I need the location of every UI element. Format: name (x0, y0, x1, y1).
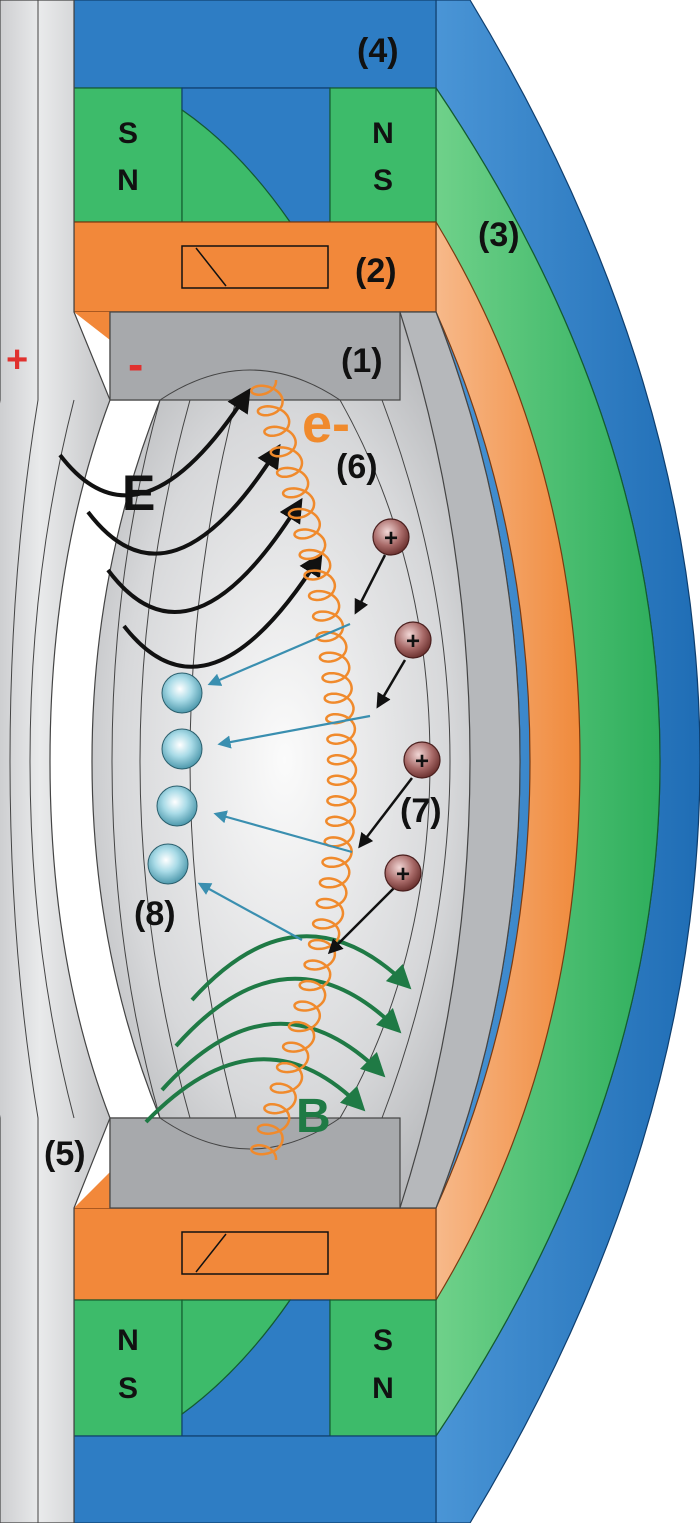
label-magnets: (3) (478, 216, 520, 254)
label-ions: (7) (400, 792, 442, 830)
sputtered-atom (156, 785, 198, 827)
yoke-bottom (73, 1435, 437, 1523)
sputter-arrow (197, 882, 303, 941)
ion-sign: + (415, 748, 429, 775)
field-labels: E B e- + - (6, 338, 350, 1143)
label-coil-insulator: (2) (355, 252, 397, 290)
pole-bottom-right-2: N (372, 1372, 394, 1405)
pole-top-left-2: N (117, 164, 139, 197)
ion-arrow (358, 777, 413, 849)
yoke-top (73, 0, 437, 89)
ion: + (384, 854, 422, 892)
anode-sign: + (6, 339, 28, 381)
outer-curved-bands (435, 0, 700, 1523)
magnetic-field-lines (144, 934, 412, 1124)
ions: + + + + (372, 518, 441, 892)
sputter-trajectories (197, 622, 371, 941)
pole-bottom-left-2: S (118, 1372, 138, 1405)
ion: + (372, 518, 410, 556)
sputtered-atoms (147, 672, 203, 885)
sputter-arrow (213, 810, 353, 854)
coil-top-diagonal (195, 247, 227, 287)
electric-field-lines (58, 387, 323, 669)
target-top-block (109, 311, 401, 401)
target-orange-sliver-top (74, 312, 110, 340)
coil-bottom-diagonal (195, 1233, 227, 1273)
label-electron-path: (6) (336, 448, 378, 486)
cathode-sign: - (128, 338, 143, 390)
label-sputtered-atoms: (8) (134, 895, 176, 933)
label-yoke: (4) (357, 32, 399, 70)
electron-spiral-path (250, 380, 358, 1160)
ion-arrow (354, 554, 387, 615)
label-target: (1) (341, 342, 383, 380)
ion: + (403, 741, 441, 779)
target-right-face (399, 311, 521, 1209)
coil-bottom (181, 1231, 329, 1275)
magnet-top-left (73, 87, 183, 223)
target (74, 311, 521, 1209)
sputtered-atom (161, 672, 203, 714)
ion-sign: + (384, 525, 398, 552)
b-field-line (174, 976, 402, 1048)
ion-arrow (376, 659, 407, 709)
part-number-labels: (4) (3) (2) (1) (6) (7) (8) (5) (44, 32, 520, 1173)
pole-bottom-right-1: S (373, 1324, 393, 1357)
e-field-line (122, 551, 323, 669)
label-anode: (5) (44, 1135, 86, 1173)
pole-top-right-1: N (372, 117, 394, 150)
ion-trajectories (327, 554, 413, 955)
sputter-arrow (217, 714, 371, 749)
pole-top-right-2: S (373, 164, 393, 197)
ion-arrow (327, 887, 395, 955)
magnet-top-right (329, 87, 437, 223)
target-inner-arc-3 (381, 399, 451, 1119)
pole-top-left-1: S (118, 117, 138, 150)
bottom-assembly (73, 1207, 437, 1523)
anode-edge-line (9, 0, 39, 1523)
target-orange-sliver-bottom (74, 1172, 110, 1208)
e-field-line (58, 387, 251, 498)
e-field-line (106, 497, 303, 614)
label-b-field: B (296, 1090, 331, 1143)
ion: + (394, 621, 432, 659)
sputtered-atom (161, 728, 203, 770)
anode-plate (0, 0, 111, 1523)
b-field-line (190, 934, 412, 1002)
label-e-field: E (122, 465, 155, 521)
magnet-bottom-right (329, 1299, 437, 1437)
b-field-line (160, 1021, 386, 1092)
erosion-groove (111, 369, 431, 1150)
sputtered-atom (147, 843, 189, 885)
ion-sign: + (406, 628, 420, 655)
top-assembly (73, 0, 437, 313)
anode (0, 0, 111, 1523)
b-field-line (144, 1057, 366, 1124)
magnet-bottom-left (73, 1299, 183, 1437)
target-inner-arc-1 (139, 399, 191, 1119)
pole-bottom-left-1: N (117, 1324, 139, 1357)
target-bottom-block (109, 1117, 401, 1209)
magnet-bottom-middle-green (181, 1299, 292, 1416)
anode-inner-arc (29, 399, 75, 1119)
coil-top (181, 245, 329, 289)
e-field-line (86, 443, 281, 556)
ion-sign: + (396, 861, 410, 888)
label-electron: e- (302, 394, 350, 454)
sputter-arrow (207, 622, 351, 686)
magnet-pole-labels: S N N S N S S N (117, 117, 394, 1405)
